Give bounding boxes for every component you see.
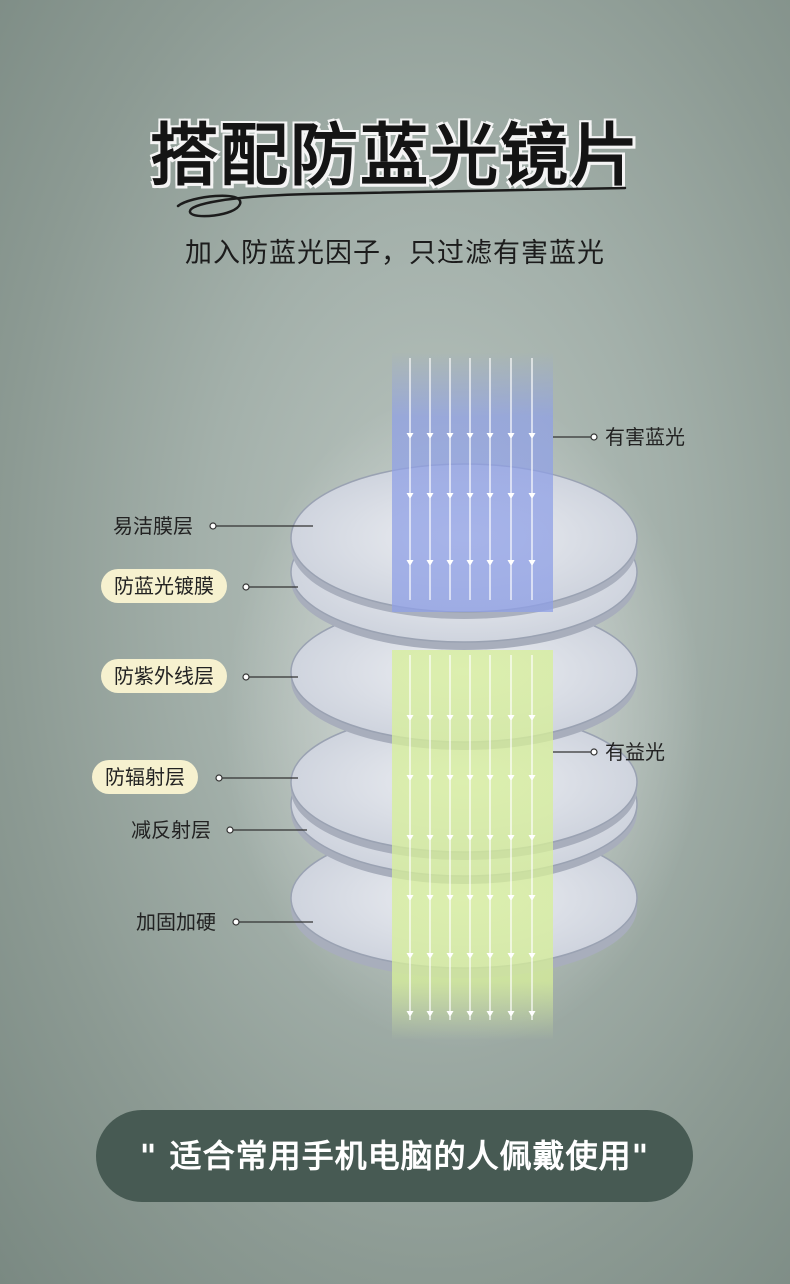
arrowhead [507,715,515,721]
arrowhead [426,433,434,439]
arrowhead [406,953,414,959]
arrowhead [507,775,515,781]
arrowhead [528,835,536,841]
arrowhead [507,835,515,841]
arrowhead [528,493,536,499]
arrowhead [466,953,474,959]
beneficial-light-beam [392,650,553,1040]
arrowhead [406,835,414,841]
arrowhead [466,895,474,901]
arrowhead [528,895,536,901]
arrowhead [486,493,494,499]
arrowhead [406,560,414,566]
arrowhead [466,835,474,841]
arrowhead [486,953,494,959]
arrowhead [507,560,515,566]
layer-label-anti-uv: 防紫外线层 [101,659,227,693]
arrowhead [528,433,536,439]
arrowhead [466,433,474,439]
arrowhead [486,775,494,781]
arrowhead [426,775,434,781]
arrowheads [406,433,536,1017]
arrowhead [486,560,494,566]
arrowhead [426,1011,434,1017]
layer-label-hardening: 加固加硬 [136,910,216,934]
arrowhead [486,715,494,721]
arrowhead [446,715,454,721]
arrowhead [406,895,414,901]
layer-label-easy-clean: 易洁膜层 [113,514,193,538]
arrowhead [426,953,434,959]
arrowhead [507,895,515,901]
layer-label-anti-radiation: 防辐射层 [92,760,198,794]
arrowhead [406,433,414,439]
arrowhead [426,835,434,841]
arrowhead [486,895,494,901]
arrowhead [406,715,414,721]
label-connectors [209,433,598,926]
arrowhead [446,560,454,566]
arrowhead [486,433,494,439]
layer-label-anti-reflection: 减反射层 [131,818,211,842]
arrowhead [486,1011,494,1017]
arrowhead [466,493,474,499]
layer-label-anti-blue-coating: 防蓝光镀膜 [101,569,227,603]
arrowhead [426,560,434,566]
label-harmful-blue-light: 有害蓝光 [605,425,685,449]
arrowhead [466,1011,474,1017]
arrowhead [446,895,454,901]
arrowhead [426,715,434,721]
blue-light-arrows [409,358,533,600]
arrowhead [507,493,515,499]
arrowhead [486,835,494,841]
arrowhead [528,715,536,721]
arrowhead [528,775,536,781]
title-underline-swoosh [176,186,627,218]
arrowhead [507,1011,515,1017]
arrowhead [406,1011,414,1017]
arrowhead [406,493,414,499]
arrowhead [528,560,536,566]
arrowhead [528,953,536,959]
arrowhead [446,493,454,499]
arrowhead [466,560,474,566]
arrowhead [507,953,515,959]
arrowhead [507,433,515,439]
page-subtitle: 加入防蓝光因子，只过滤有害蓝光 [185,238,605,269]
arrowhead [426,895,434,901]
arrowhead [426,493,434,499]
harmful-blue-light-beam [392,352,553,612]
usage-banner: " 适合常用手机电脑的人佩戴使用" [96,1110,693,1202]
arrowhead [446,835,454,841]
arrowhead [466,775,474,781]
arrowhead [446,953,454,959]
arrowhead [446,1011,454,1017]
arrowhead [446,433,454,439]
arrowhead [406,775,414,781]
arrowhead [528,1011,536,1017]
page-title: 搭配防蓝光镜片 [149,117,640,196]
arrowhead [446,775,454,781]
label-beneficial-light: 有益光 [605,740,665,764]
arrowhead [466,715,474,721]
